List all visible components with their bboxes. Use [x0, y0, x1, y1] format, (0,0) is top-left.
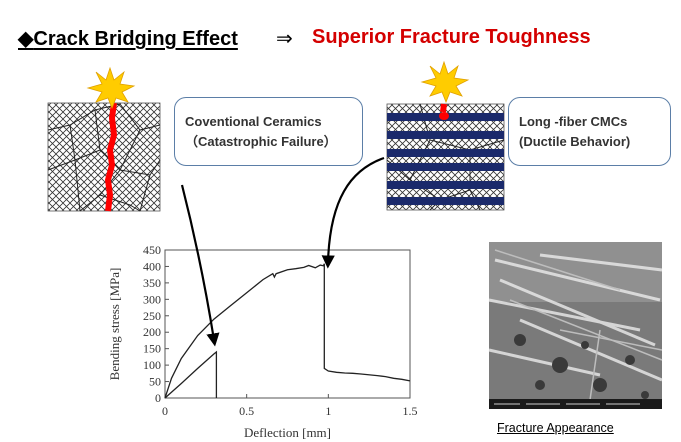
title-arrow: ⇒ — [276, 28, 293, 50]
y-tick-label: 400 — [143, 259, 161, 273]
crack-path — [105, 102, 117, 212]
y-tick-label: 250 — [143, 309, 161, 323]
x-tick-label: 1 — [325, 404, 331, 418]
y-tick-label: 300 — [143, 292, 161, 306]
callout-long-fiber-cmcs: Long -fiber CMCs (Ductile Behavior) — [508, 97, 671, 166]
bending-stress-chart: 0 50 100 150 200 250 300 350 400 450 0 0.5 1 1.5Defle… — [107, 243, 418, 440]
x-tick-label: 1.5 — [403, 404, 418, 418]
arrow-to-ductile-peak — [321, 156, 385, 269]
callout-line-1: Coventional Ceramics — [185, 113, 322, 129]
y-axis-label: Bending stress [MPa] — [107, 268, 122, 381]
fracture-appearance-photo — [488, 242, 663, 409]
y-tick-label: 100 — [143, 358, 161, 372]
x-tick-label: 0.5 — [239, 404, 254, 418]
title-superior-toughness: Superior Fracture Toughness — [312, 26, 591, 48]
arrow-to-brittle-failure — [180, 184, 220, 347]
impact-burst-icon — [86, 66, 136, 110]
series-line-2 — [164, 350, 218, 399]
y-tick-label: 450 — [143, 243, 161, 257]
y-tick-label: 200 — [143, 325, 161, 339]
y-tick-label: 50 — [149, 375, 161, 389]
y-tick-label: 350 — [143, 276, 161, 290]
x-tick-label: 0 — [162, 404, 168, 418]
title-crack-bridging: ◆Crack Bridging Effect — [18, 26, 238, 51]
diamond-bullet-icon: ◆ — [18, 28, 34, 50]
callout-line-1: Long -fiber CMCs — [519, 113, 628, 129]
callout-line-2: (Ductile Behavior) — [519, 133, 631, 149]
y-tick-label: 0 — [155, 391, 161, 405]
plot-frame — [164, 249, 411, 399]
callout-line-2: （Catastrophic Failure） — [185, 133, 337, 149]
fracture-appearance-caption: Fracture Appearance — [497, 421, 614, 435]
impact-burst-icon — [420, 60, 470, 104]
cmc-microstructure — [386, 103, 505, 211]
callout-conventional-ceramics: Coventional Ceramics （Catastrophic Failu… — [174, 97, 363, 166]
conventional-ceramic-microstructure — [47, 102, 161, 212]
title-left-text: Crack Bridging Effect — [33, 28, 238, 50]
x-axis-label: Deflection [mm] — [244, 425, 331, 440]
y-tick-label: 150 — [143, 342, 161, 356]
series-line-1 — [164, 263, 411, 399]
